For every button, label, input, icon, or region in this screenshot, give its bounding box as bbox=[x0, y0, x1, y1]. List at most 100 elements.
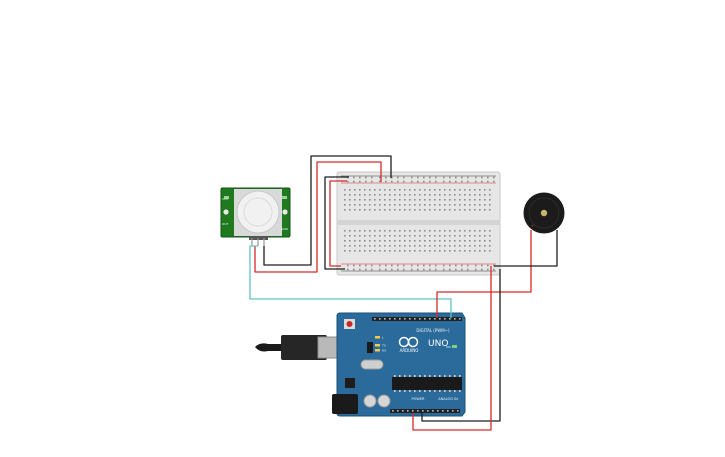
breadboard-hole bbox=[474, 189, 476, 191]
breadboard-hole bbox=[359, 245, 361, 247]
breadboard-hole bbox=[414, 209, 416, 211]
digital-pins bbox=[374, 318, 461, 320]
piezo-buzzer[interactable]: + bbox=[523, 192, 565, 234]
digital-pin bbox=[449, 318, 451, 320]
rail-hole bbox=[475, 264, 477, 267]
breadboard-hole bbox=[434, 189, 436, 191]
breadboard-hole bbox=[384, 194, 386, 196]
breadboard-hole bbox=[399, 194, 401, 196]
breadboard-hole bbox=[394, 199, 396, 201]
breadboard-hole bbox=[464, 189, 466, 191]
rail-hole bbox=[449, 176, 451, 179]
breadboard-hole bbox=[349, 230, 351, 232]
rail-hole bbox=[365, 264, 367, 267]
rail-hole bbox=[403, 264, 405, 267]
breadboard-hole bbox=[409, 199, 411, 201]
rail-hole bbox=[411, 268, 413, 271]
rail-hole bbox=[481, 264, 483, 267]
breadboard-hole bbox=[389, 204, 391, 206]
rail-hole bbox=[391, 268, 393, 271]
rail-hole bbox=[461, 268, 463, 271]
pir-sensor[interactable] bbox=[220, 187, 291, 246]
rail-hole bbox=[435, 180, 437, 183]
power-jack[interactable] bbox=[332, 394, 358, 414]
breadboard-hole bbox=[369, 230, 371, 232]
rail-hole bbox=[371, 268, 373, 271]
breadboard-hole bbox=[399, 240, 401, 242]
header-pin bbox=[437, 410, 439, 412]
reset-button[interactable] bbox=[346, 321, 353, 327]
wire-pir-out[interactable] bbox=[249, 245, 452, 318]
breadboard-hole bbox=[489, 189, 491, 191]
wire-buzzer-negative[interactable] bbox=[494, 230, 558, 267]
rail-hole bbox=[385, 176, 387, 179]
breadboard-hole bbox=[434, 240, 436, 242]
breadboard-hole bbox=[399, 209, 401, 211]
breadboard-hole bbox=[474, 194, 476, 196]
pir-label-gnd: GND bbox=[281, 227, 289, 231]
breadboard-hole bbox=[459, 209, 461, 211]
rail-hole bbox=[493, 176, 495, 179]
buzzer-center bbox=[540, 209, 548, 217]
rail-hole bbox=[455, 268, 457, 271]
rail-hole bbox=[411, 264, 413, 267]
breadboard-hole bbox=[399, 204, 401, 206]
wire-rail-positive-jumper[interactable] bbox=[329, 180, 347, 267]
rail-hole bbox=[429, 264, 431, 267]
breadboard-hole bbox=[369, 194, 371, 196]
wire-pir-gnd[interactable] bbox=[263, 155, 392, 266]
breadboard-hole bbox=[369, 240, 371, 242]
breadboard-hole bbox=[479, 240, 481, 242]
breadboard-hole bbox=[434, 250, 436, 252]
breadboard-hole bbox=[444, 194, 446, 196]
breadboard-hole bbox=[424, 250, 426, 252]
chip-leg bbox=[454, 390, 456, 392]
breadboard-hole bbox=[464, 204, 466, 206]
breadboard-hole bbox=[449, 240, 451, 242]
breadboard-hole bbox=[454, 194, 456, 196]
breadboard-hole bbox=[454, 240, 456, 242]
breadboard-hole bbox=[454, 250, 456, 252]
wire-arduino-gnd[interactable] bbox=[421, 269, 501, 422]
breadboard-hole bbox=[459, 230, 461, 232]
breadboard-hole bbox=[369, 189, 371, 191]
breadboard-hole bbox=[349, 245, 351, 247]
wire-rail-negative-jumper[interactable] bbox=[324, 176, 349, 270]
rail-hole bbox=[423, 264, 425, 267]
breadboard-hole bbox=[439, 194, 441, 196]
breadboard-hole bbox=[409, 204, 411, 206]
breadboard-hole bbox=[414, 245, 416, 247]
wire-arduino-5v[interactable] bbox=[412, 266, 492, 431]
wire-pir-vcc[interactable] bbox=[254, 161, 382, 273]
rail-hole bbox=[417, 264, 419, 267]
header-pin bbox=[427, 410, 429, 412]
breadboard-hole bbox=[484, 199, 486, 201]
breadboard-hole bbox=[394, 245, 396, 247]
arduino-brand: ARDUINO bbox=[400, 348, 419, 353]
breadboard-hole bbox=[389, 194, 391, 196]
rail-hole bbox=[467, 264, 469, 267]
breadboard-hole bbox=[439, 245, 441, 247]
rail-hole bbox=[475, 268, 477, 271]
pir-dome-ring bbox=[243, 197, 273, 227]
power-analog-pins bbox=[392, 410, 459, 412]
arduino-uno[interactable]: DIGITAL (PWM~) ARDUINO UNO ON L TX RX PO… bbox=[255, 312, 466, 417]
rail-hole bbox=[435, 268, 437, 271]
breadboard-hole bbox=[349, 250, 351, 252]
breadboard-hole bbox=[439, 240, 441, 242]
breadboard-hole bbox=[414, 189, 416, 191]
crystal bbox=[360, 359, 384, 370]
wire-buzzer-positive[interactable] bbox=[436, 230, 532, 318]
rail-hole bbox=[435, 176, 437, 179]
breadboard-hole bbox=[459, 250, 461, 252]
chip-leg bbox=[404, 375, 406, 377]
digital-pin bbox=[394, 318, 396, 320]
breadboard-hole bbox=[444, 240, 446, 242]
power-analog-header bbox=[390, 409, 460, 413]
breadboard-hole bbox=[419, 199, 421, 201]
breadboard-hole bbox=[469, 209, 471, 211]
breadboard[interactable] bbox=[336, 171, 501, 276]
breadboard-hole bbox=[464, 245, 466, 247]
breadboard-hole bbox=[374, 204, 376, 206]
